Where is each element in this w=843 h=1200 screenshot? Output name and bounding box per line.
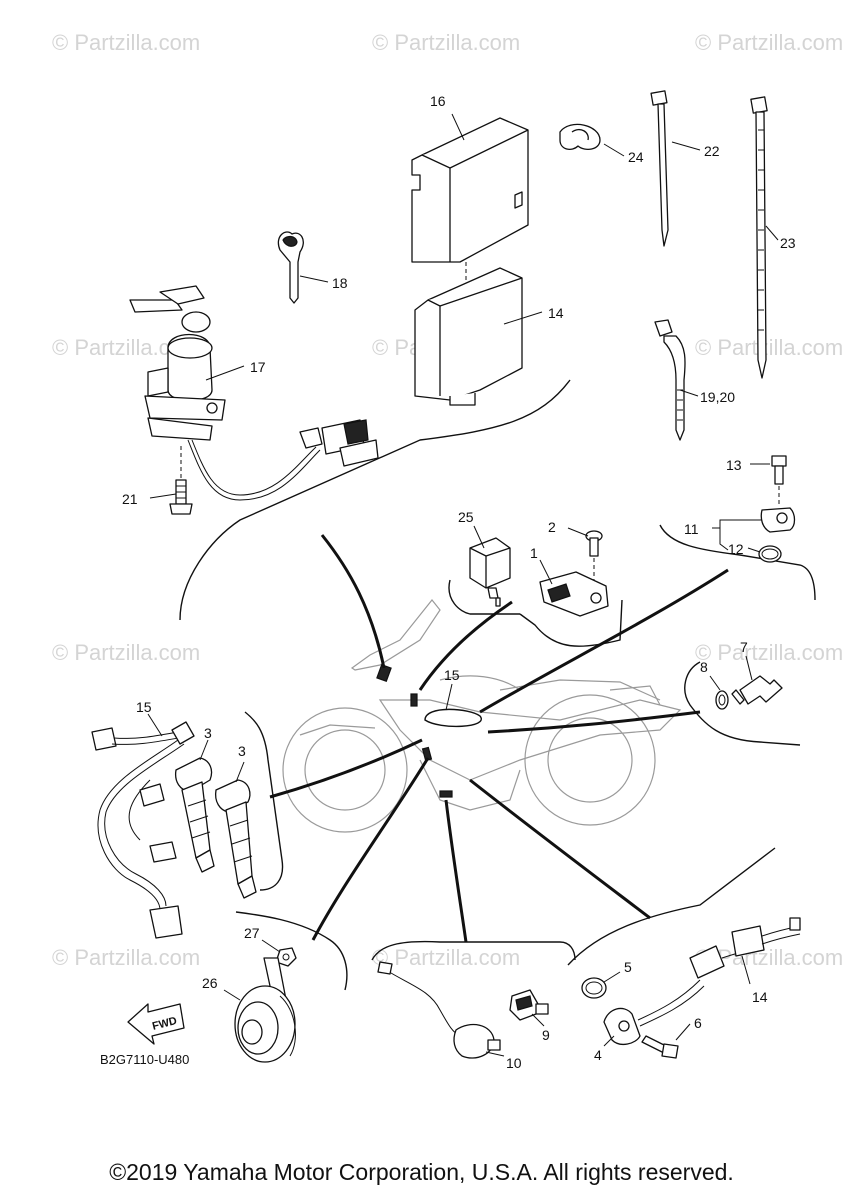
callout-24: 24	[628, 149, 644, 165]
callout-3b: 3	[238, 743, 246, 759]
callout-4: 4	[594, 1047, 602, 1063]
callout-16: 16	[430, 93, 446, 109]
watermark: © Partzilla.com	[695, 640, 843, 665]
oring-5	[581, 977, 607, 999]
watermark: © Partzilla.com	[372, 30, 520, 55]
connector-14	[731, 917, 801, 957]
callout-19-20: 19,20	[700, 389, 735, 405]
clamp-24	[559, 123, 601, 151]
callout-18: 18	[332, 275, 348, 291]
drawing-code: B2G7110-U480	[100, 1052, 189, 1067]
sensor-4	[603, 945, 761, 1046]
watermark: © Partzilla.com	[695, 30, 843, 55]
leader-lines	[147, 113, 779, 1057]
watermark: © Partzilla.com	[695, 335, 843, 360]
watermark: © Partzilla.com	[52, 30, 200, 55]
forward-arrow-icon: FWD	[127, 1003, 185, 1045]
callout-23: 23	[780, 235, 796, 251]
fwd-label: FWD	[151, 1015, 178, 1033]
bolt-21	[169, 446, 193, 515]
watermark: © Partzilla.com	[52, 640, 200, 665]
bolt-6	[641, 1035, 679, 1059]
callout-labels: 16 24 22 23 18 14 17 19,20 21 13 11 12 2…	[122, 93, 796, 1071]
callout-17: 17	[250, 359, 266, 375]
callout-5: 5	[624, 959, 632, 975]
callout-11: 11	[684, 521, 699, 537]
watermark: © Partzilla.com	[52, 945, 200, 970]
callout-13: 13	[726, 457, 742, 473]
callout-10: 10	[506, 1055, 522, 1071]
cable-tie-22	[650, 90, 669, 247]
sensor-7-washer-8	[715, 675, 783, 710]
callout-6: 6	[694, 1015, 702, 1031]
switch-9	[509, 989, 549, 1021]
cable-tie-19-20	[654, 319, 686, 441]
watermark: © Partzilla.com	[372, 945, 520, 970]
copyright-notice: ©2019 Yamaha Motor Corporation, U.S.A. A…	[109, 1159, 734, 1185]
callout-12: 12	[728, 541, 744, 557]
ecu-unit-16	[411, 117, 529, 280]
callout-15-left: 15	[136, 699, 152, 715]
callout-22: 22	[704, 143, 720, 159]
harness-routing	[269, 534, 729, 943]
callout-25: 25	[458, 509, 474, 525]
horn-26	[234, 957, 296, 1063]
sub-harness-15	[91, 721, 195, 939]
callout-15-center: 15	[444, 667, 460, 683]
callout-26: 26	[202, 975, 218, 991]
callout-14-top: 14	[548, 305, 564, 321]
callout-21: 21	[122, 491, 138, 507]
callout-2: 2	[548, 519, 556, 535]
callout-14-bottom: 14	[752, 989, 768, 1005]
sensor-10	[377, 961, 501, 1059]
callout-8: 8	[700, 659, 708, 675]
cable-tie-23	[750, 96, 768, 379]
ecu-unit-14	[414, 267, 523, 406]
group-brackets	[179, 379, 816, 991]
callout-27: 27	[244, 925, 260, 941]
callout-3a: 3	[204, 725, 212, 741]
sensor-1-bolt-2	[539, 530, 609, 617]
key-18	[277, 231, 304, 304]
callout-7: 7	[740, 639, 748, 655]
relay-25	[469, 537, 511, 607]
callout-9: 9	[542, 1027, 550, 1043]
ignition-coil-3b	[214, 779, 257, 899]
ignition-switch-17	[129, 285, 379, 501]
sensor-11-13-12	[758, 455, 796, 563]
callout-1: 1	[530, 545, 538, 561]
ignition-coil-3a	[174, 757, 215, 873]
